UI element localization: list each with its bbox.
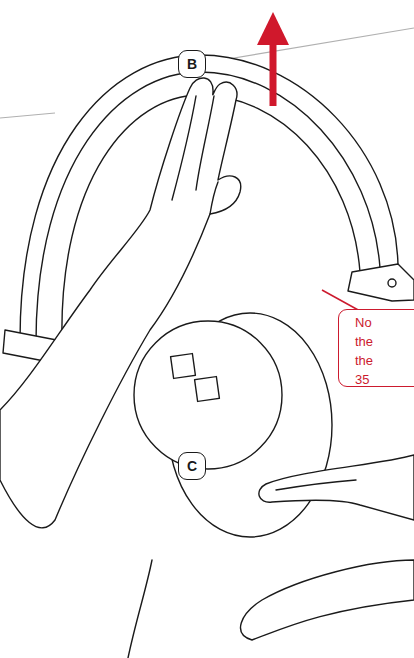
wall-line (210, 28, 414, 62)
finger-line (172, 96, 196, 200)
upper-hand (0, 78, 241, 528)
lower-thumb (241, 560, 414, 640)
wrist-line (128, 560, 152, 658)
callout-letter: B (187, 56, 197, 72)
clip-pin (388, 279, 396, 287)
cup-panel (134, 321, 282, 469)
finger-line (276, 480, 356, 490)
wall-line (0, 113, 55, 118)
callout-tab: C (178, 452, 206, 480)
note-callout: No the the 35 (338, 309, 414, 387)
note-text: No the the 35 (355, 313, 385, 389)
finger-line (196, 96, 214, 190)
panel-button (171, 354, 196, 379)
band-clip (348, 264, 414, 301)
arrow-head (257, 12, 289, 45)
panel-button (195, 377, 220, 402)
ear-cup (134, 313, 332, 537)
lower-hand (259, 455, 414, 520)
leader-line (322, 290, 360, 311)
lift-arrow (257, 12, 289, 106)
callout-letter: C (187, 458, 197, 474)
callout-tab: B (178, 50, 206, 78)
arrow-stem (270, 44, 277, 106)
thumb-line (210, 182, 218, 214)
